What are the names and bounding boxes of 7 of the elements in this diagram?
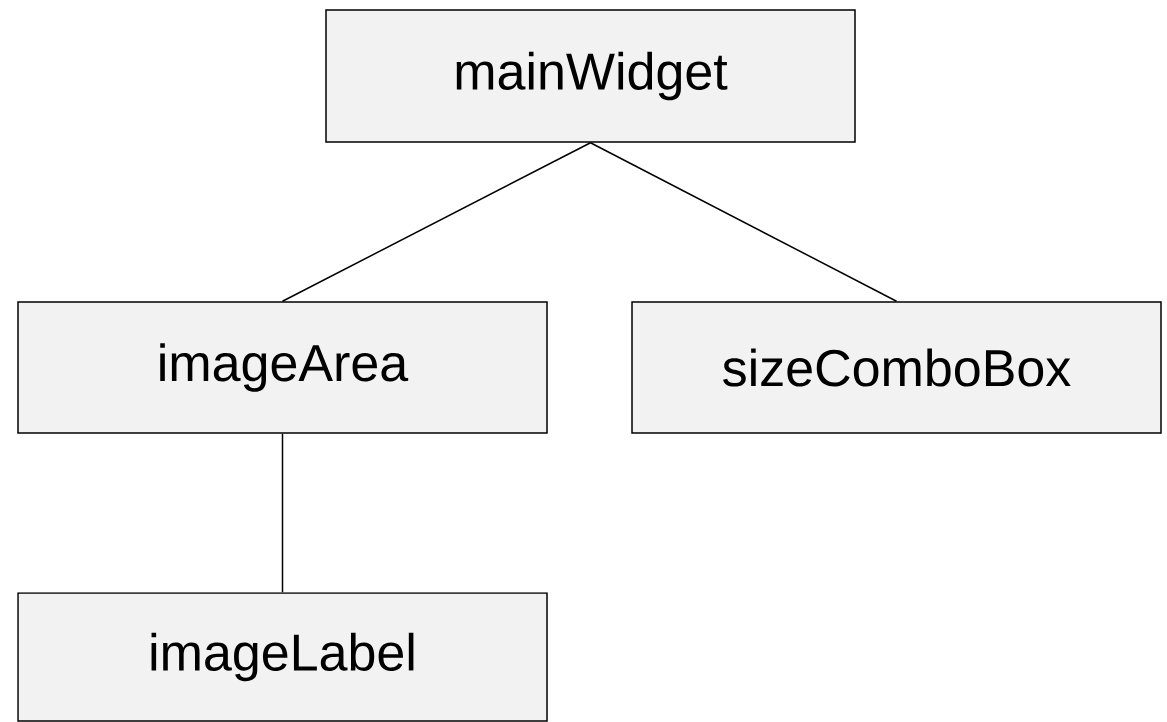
connector-line (589, 142, 898, 302)
connector-line (281, 142, 592, 302)
widget-box: imageArea (17, 301, 548, 434)
widget-box: imageLabel (17, 592, 548, 722)
widget-box: mainWidget (325, 9, 856, 143)
widget-box: sizeComboBox (631, 301, 1162, 434)
connector-line (281, 433, 284, 593)
